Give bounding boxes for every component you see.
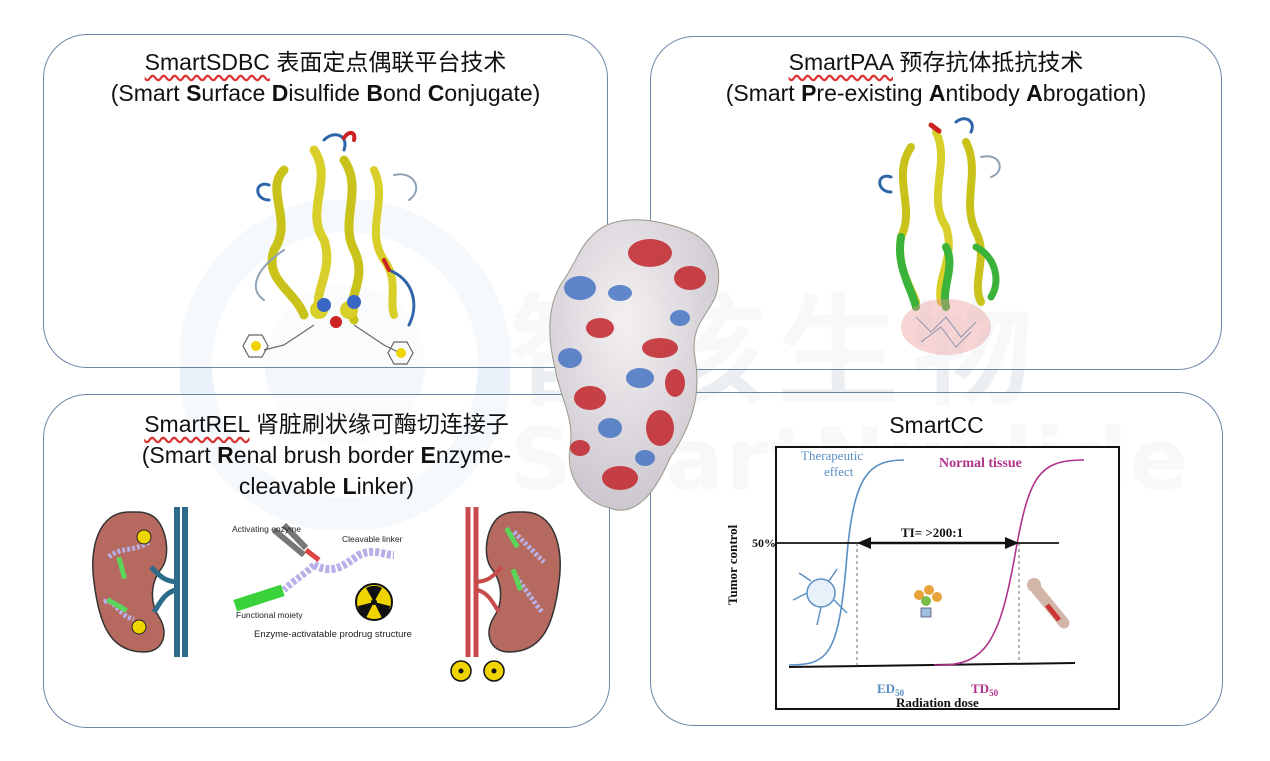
- paa-name: SmartPAA: [788, 49, 893, 75]
- tumor-cell-icon: [792, 568, 848, 626]
- panel-smartsdbc: SmartSDBC 表面定点偶联平台技术 (Smart Surface Disu…: [43, 34, 608, 368]
- kidney-left-icon: [92, 507, 188, 657]
- label-ed50: ED50: [877, 681, 905, 698]
- panel-smartrel: SmartREL 肾脏刷状缘可酶切连接子 (Smart Renal brush …: [43, 394, 610, 728]
- sdbc-cn: 表面定点偶联平台技术: [276, 49, 507, 75]
- prodrug-structure-diagram: Activating enzyme Cleavable linker Funct…: [232, 522, 412, 640]
- bone-icon: [1027, 578, 1070, 629]
- label-activating-enzyme: Activating enzyme: [232, 524, 301, 534]
- label-td50: TD50: [971, 681, 999, 698]
- sdbc-title: SmartSDBC 表面定点偶联平台技术: [44, 47, 607, 77]
- nanobody-green-ribbon-icon: [878, 117, 1001, 355]
- therapeutic-index-chart: Therapeutic effect Normal tissue TI= >20…: [725, 446, 1120, 710]
- label-prodrug-structure: Enzyme-activatable prodrug structure: [254, 629, 412, 640]
- sdbc-subtitle: (Smart Surface Disulfide Bond Conjugate): [110, 80, 541, 106]
- radiation-icon-1: [251, 341, 261, 351]
- panel-smartcc: SmartCC Therapeutic effect Normal tissue…: [650, 392, 1223, 726]
- label-therapeutic: Therapeutic: [801, 448, 863, 463]
- protein-surface-icon: [549, 219, 720, 511]
- rel-subtitle-line2: cleavable Linker): [238, 473, 415, 499]
- label-normal-tissue: Normal tissue: [939, 456, 1022, 471]
- nanobody-ribbon-icon: [242, 131, 418, 365]
- panel-smartpaa: SmartPAA 预存抗体抵抗技术 (Smart Pre-existing An…: [650, 36, 1222, 370]
- sdbc-name: SmartSDBC: [144, 49, 270, 75]
- label-cleavable-linker: Cleavable linker: [342, 534, 403, 544]
- therapeutic-curve: [788, 459, 905, 666]
- label-ti: TI= >200:1: [901, 525, 963, 540]
- y-axis-label: Tumor control: [725, 524, 740, 605]
- radiation-icon-2: [396, 348, 406, 358]
- label-therapeutic-2: effect: [824, 464, 854, 479]
- paa-title: SmartPAA 预存抗体抵抗技术: [651, 47, 1221, 77]
- rel-title: SmartREL 肾脏刷状缘可酶切连接子: [44, 409, 609, 439]
- kidney-right-icon: [465, 507, 561, 657]
- ti-arrow-left: [857, 537, 871, 549]
- chart-frame: [775, 446, 1120, 710]
- radiation-symbols-icon: [450, 660, 505, 682]
- rel-subtitle-line1: (Smart Renal brush border Enzyme-: [141, 442, 512, 468]
- paa-subtitle: (Smart Pre-existing Antibody Abrogation): [725, 80, 1147, 106]
- x-axis-label: Radiation dose: [896, 695, 979, 710]
- rel-cn: 肾脏刷状缘可酶切连接子: [255, 411, 509, 437]
- label-functional-moiety: Functional moiety: [236, 610, 303, 620]
- paa-cn: 预存抗体抵抗技术: [899, 49, 1084, 75]
- cc-title: SmartCC: [889, 412, 984, 438]
- label-50-percent: 50%: [752, 536, 776, 550]
- cell-cluster-icon: [914, 585, 942, 618]
- x-axis-line: [788, 662, 1076, 668]
- ti-arrow-right: [1005, 537, 1019, 549]
- rel-name: SmartREL: [144, 411, 250, 437]
- normal-tissue-curve: [933, 459, 1085, 666]
